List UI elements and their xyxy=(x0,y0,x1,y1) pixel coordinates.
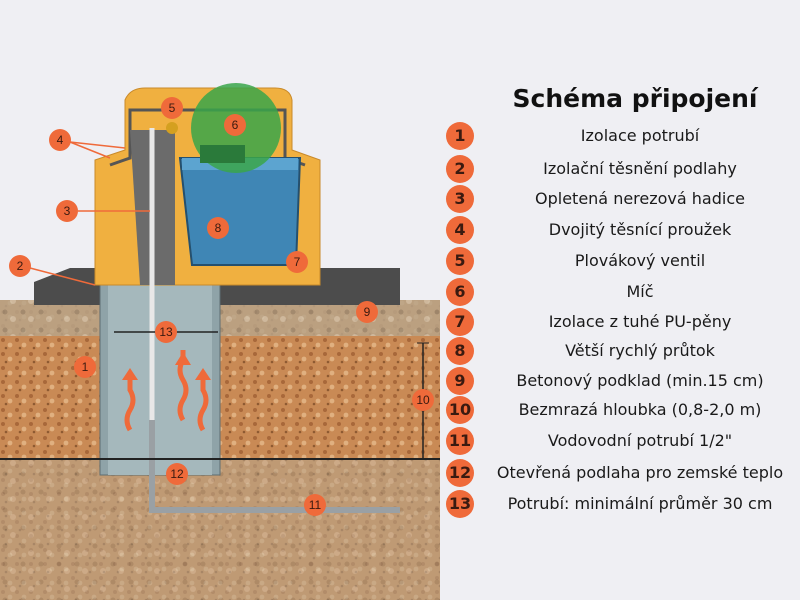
number-badge: 6 xyxy=(446,278,474,306)
svg-text:11: 11 xyxy=(309,498,322,512)
svg-text:1: 1 xyxy=(82,360,89,374)
number-badge: 9 xyxy=(446,367,474,395)
number-badge: 11 xyxy=(446,427,474,455)
legend-label: Otevřená podlaha pro zemské teplo xyxy=(496,463,784,482)
legend-label: Míč xyxy=(626,282,654,301)
svg-text:7: 7 xyxy=(294,255,301,269)
svg-text:4: 4 xyxy=(57,133,64,147)
svg-text:6: 6 xyxy=(232,118,239,132)
svg-text:12: 12 xyxy=(170,467,184,481)
connection-diagram: 1 2 3 4 5 6 7 8 9 10 11 12 13 xyxy=(0,83,440,600)
legend-item: 5 Plovákový ventil xyxy=(446,247,800,275)
legend-label: Betonový podklad (min.15 cm) xyxy=(516,371,764,390)
legend-label: Opletená nerezová hadice xyxy=(535,189,745,208)
legend-item: 8 Větší rychlý průtok xyxy=(446,337,800,365)
number-badge: 8 xyxy=(446,337,474,365)
legend-label: Izolační těsnění podlahy xyxy=(543,159,737,178)
legend-label: Dvojitý těsnící proužek xyxy=(548,220,732,239)
svg-text:8: 8 xyxy=(215,221,222,235)
legend-label: Izolace potrubí xyxy=(580,126,700,145)
legend-item: 12 Otevřená podlaha pro zemské teplo xyxy=(446,459,800,487)
legend-item: 6 Míč xyxy=(446,278,800,306)
number-badge: 4 xyxy=(446,216,474,244)
svg-text:2: 2 xyxy=(17,259,24,273)
svg-text:5: 5 xyxy=(169,101,176,115)
legend-label: Bezmrazá hloubka (0,8-2,0 m) xyxy=(518,400,762,419)
legend-title: Schéma připojení xyxy=(512,84,758,113)
legend-item: 3 Opletená nerezová hadice xyxy=(446,185,800,213)
number-badge: 1 xyxy=(446,122,474,150)
water-tank xyxy=(178,157,302,266)
legend-item: 13 Potrubí: minimální průměr 30 cm xyxy=(446,490,800,518)
legend-label: Plovákový ventil xyxy=(574,251,706,270)
number-badge: 10 xyxy=(446,396,474,424)
number-badge: 3 xyxy=(446,185,474,213)
legend-item: 7 Izolace z tuhé PU-pěny xyxy=(446,308,800,336)
legend-item: 10 Bezmrazá hloubka (0,8-2,0 m) xyxy=(446,396,800,424)
diagram-callouts: 1 2 3 4 5 6 7 8 9 10 11 12 13 xyxy=(9,97,434,516)
legend-item: 9 Betonový podklad (min.15 cm) xyxy=(446,367,800,395)
number-badge: 13 xyxy=(446,490,474,518)
number-badge: 12 xyxy=(446,459,474,487)
legend-label: Větší rychlý průtok xyxy=(565,341,715,360)
number-badge: 7 xyxy=(446,308,474,336)
legend-label: Potrubí: minimální průměr 30 cm xyxy=(507,494,773,513)
legend-label: Izolace z tuhé PU-pěny xyxy=(548,312,732,331)
legend-label: Vodovodní potrubí 1/2" xyxy=(547,431,733,450)
svg-text:3: 3 xyxy=(64,204,71,218)
svg-text:9: 9 xyxy=(364,305,371,319)
number-badge: 2 xyxy=(446,155,474,183)
heat-arrows xyxy=(124,350,209,432)
svg-text:10: 10 xyxy=(416,393,430,407)
legend-item: 4 Dvojitý těsnící proužek xyxy=(446,216,800,244)
legend-item: 1 Izolace potrubí xyxy=(446,122,800,150)
legend-item: 11 Vodovodní potrubí 1/2" xyxy=(446,427,800,455)
number-badge: 5 xyxy=(446,247,474,275)
legend-item: 2 Izolační těsnění podlahy xyxy=(446,155,800,183)
svg-text:13: 13 xyxy=(159,325,173,339)
